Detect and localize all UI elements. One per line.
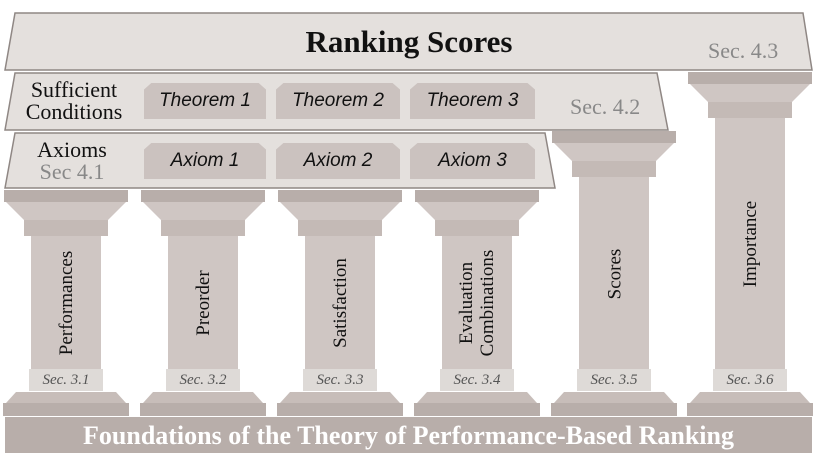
pillar-label-line: Evaluation: [456, 261, 477, 345]
axioms-section: Sec 4.1: [39, 159, 105, 184]
ranking-scores-title: Ranking Scores: [305, 24, 513, 59]
pillar-shaft: [168, 236, 238, 370]
pillar-capital: [280, 202, 400, 220]
label-line: Sufficient: [30, 77, 118, 102]
pillar-base: [554, 392, 674, 403]
pillar-label: Satisfaction: [318, 236, 362, 370]
pillar-base: [143, 392, 263, 403]
pillar-capital: [417, 202, 537, 220]
foundation-banner: Foundations of the Theory of Performance…: [5, 417, 812, 453]
theorem-2: Theorem 2: [276, 83, 400, 119]
pillar-capital-top: [688, 72, 812, 84]
pillar-capital: [6, 202, 126, 220]
pillar-neck: [572, 161, 656, 177]
label-line: Axioms: [37, 137, 107, 162]
pillar-shaft: [31, 236, 101, 370]
pillar-label-line: Preorder: [192, 270, 214, 336]
pillar-label: Performances: [44, 236, 88, 370]
pillar-section: Sec. 3.2: [166, 369, 240, 391]
pillar-label-line: Combinations: [477, 249, 498, 357]
pillar-label-line: Importance: [739, 200, 761, 288]
pillar-section: Sec. 3.3: [303, 369, 377, 391]
pillar-section: Sec. 3.1: [29, 369, 103, 391]
pillar-neck: [708, 102, 792, 118]
pillar-neck: [298, 220, 382, 236]
pillar-plinth: [3, 403, 129, 416]
pillar-neck: [24, 220, 108, 236]
pillar-neck: [161, 220, 245, 236]
pillar-base: [6, 392, 126, 403]
pillar-section: Sec. 3.4: [440, 369, 514, 391]
pillar-plinth: [140, 403, 266, 416]
axioms-label: Axioms Sec 4.1: [18, 139, 126, 183]
pillar-shaft: [579, 177, 649, 370]
pillar-label: Preorder: [181, 236, 225, 370]
pillar-label-line: Satisfaction: [329, 258, 351, 348]
pillar-plinth: [277, 403, 403, 416]
pillar-section: Sec. 3.5: [577, 369, 651, 391]
axiom-3: Axiom 3: [410, 143, 535, 179]
pillar-shaft: [715, 118, 785, 370]
pillar-section: Sec. 3.6: [713, 369, 787, 391]
theorem-3: Theorem 3: [410, 83, 535, 119]
pillar-capital-top: [552, 131, 676, 143]
pillar-base: [417, 392, 537, 403]
pillar-plinth: [687, 403, 813, 416]
pillar-capital: [143, 202, 263, 220]
pillar-shaft: [442, 236, 512, 370]
pillar-capital-top: [415, 190, 539, 202]
pillar-label-line: Scores: [603, 248, 625, 299]
pillar-label: Importance: [728, 118, 772, 370]
pillar-label: Scores: [592, 177, 636, 370]
pillar-capital-top: [278, 190, 402, 202]
axiom-2: Axiom 2: [276, 143, 400, 179]
pillar-neck: [435, 220, 519, 236]
theorem-1: Theorem 1: [144, 83, 266, 119]
pillar-shaft: [305, 236, 375, 370]
sufficient-conditions-label: Sufficient Conditions: [12, 79, 136, 123]
sufficient-conditions-section: Sec. 4.2: [570, 94, 641, 119]
ranking-scores-section: Sec. 4.3: [708, 38, 779, 63]
pillar-capital-top: [141, 190, 265, 202]
axiom-1: Axiom 1: [144, 143, 266, 179]
pillar-label-line: Performances: [55, 250, 77, 356]
pillar-base: [690, 392, 810, 403]
pillar-capital: [554, 143, 674, 161]
pillar-base: [280, 392, 400, 403]
label-line: Conditions: [25, 99, 123, 124]
pillar-capital-top: [4, 190, 128, 202]
pillar-capital: [690, 84, 810, 102]
slab-ranking-scores: [4, 12, 813, 71]
pillar-plinth: [414, 403, 540, 416]
pillar-plinth: [551, 403, 677, 416]
